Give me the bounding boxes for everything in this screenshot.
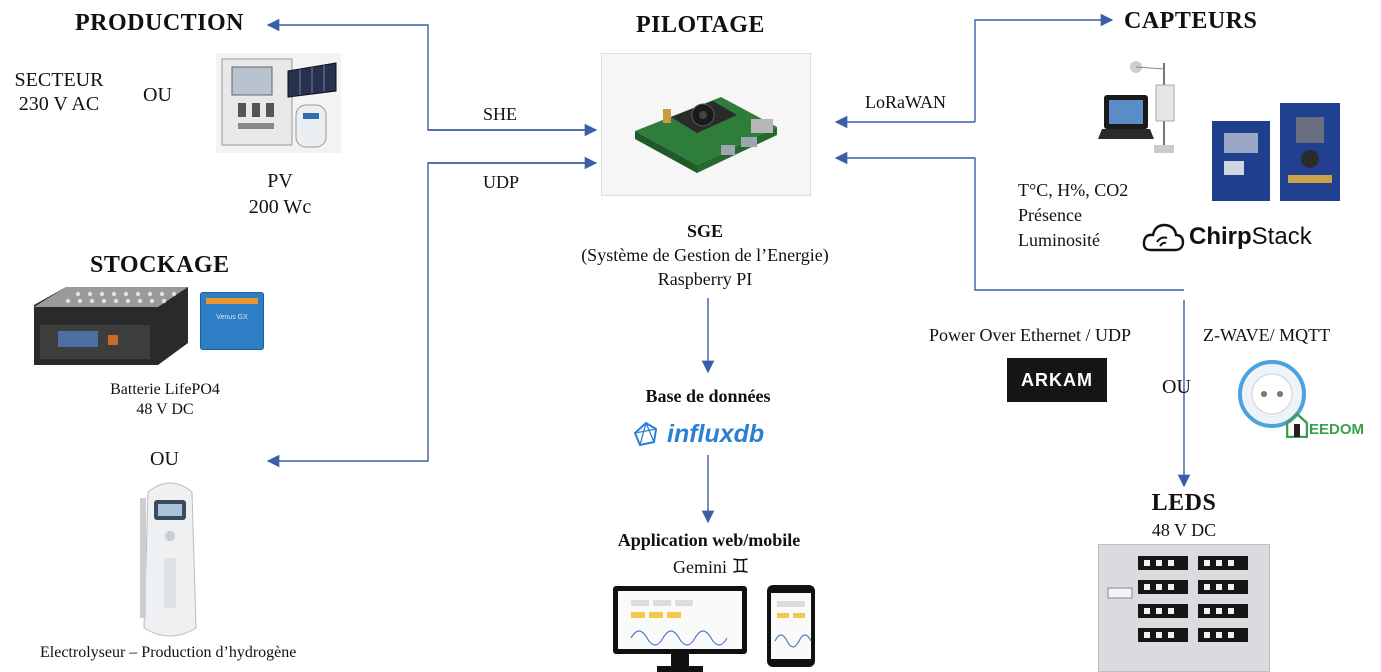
stockage-ou: OU <box>150 448 179 470</box>
jeedom-house-icon <box>1286 412 1308 438</box>
pv-line2: 200 Wc <box>248 196 312 218</box>
chirpstack-cloud-icon <box>1142 223 1185 252</box>
arkam-logo: ARKAM <box>1007 358 1107 402</box>
mobile-phone-image <box>767 585 815 667</box>
leds-link-arrow <box>834 151 1184 291</box>
chirpstack-wordmark: ChirpStack <box>1189 223 1312 251</box>
sge-block: SGE (Système de Gestion de l’Energie) Ra… <box>540 219 870 291</box>
leds-ou: OU <box>1162 376 1191 398</box>
pv-line1: PV <box>267 170 293 192</box>
pv-label: PV 200 Wc <box>225 168 335 220</box>
app-name: Gemini <box>673 557 727 577</box>
chirpstack-bold: Chirp <box>1189 223 1252 250</box>
poe-label: Power Over Ethernet / UDP <box>929 325 1131 345</box>
secteur-line2: 230 V AC <box>18 93 100 115</box>
sensor-boards-image <box>1212 103 1340 201</box>
zwave-label: Z-WAVE/ MQTT <box>1203 325 1331 345</box>
battery-image <box>34 287 188 365</box>
electrolyser-label: Electrolyseur – Production d’hydrogène <box>40 644 297 661</box>
battery-line2: 48 V DC <box>136 401 194 418</box>
lorawan-link-arrow <box>974 13 1114 122</box>
measures-line1: T°C, H%, CO2 <box>1018 180 1129 200</box>
app-title: Application web/mobile <box>617 530 801 550</box>
chirpstack-rest: Stack <box>1251 223 1312 250</box>
sensor-measures: T°C, H%, CO2 Présence Luminosité <box>1018 178 1128 253</box>
smart-plug-image <box>1238 360 1306 428</box>
venus-gx-label: Venus GX <box>216 314 248 321</box>
pv-system-image <box>216 53 341 153</box>
sge-full-name: (Système de Gestion de l’Energie) <box>581 245 829 265</box>
venus-gx-image: Venus GX <box>200 292 264 350</box>
arkam-wordmark: ARKAM <box>1021 369 1093 390</box>
app-name-row: Gemini ♊ <box>673 554 749 578</box>
battery-label: Batterie LifePO4 48 V DC <box>95 380 235 420</box>
capteurs-title: CAPTEURS <box>1124 8 1258 34</box>
measures-line2: Présence <box>1018 205 1082 225</box>
chirpstack-logo: ChirpStack <box>1141 219 1312 255</box>
lorawan-label: LoRaWAN <box>865 92 946 112</box>
measures-line3: Luminosité <box>1018 230 1100 250</box>
jeedom-wordmark: EEDOM <box>1309 421 1365 438</box>
electrolyser-image <box>140 482 197 637</box>
weather-station-image <box>1098 61 1175 153</box>
jeedom-logo: EEDOM <box>1286 412 1364 438</box>
production-ou: OU <box>143 84 172 106</box>
led-panel-image <box>1098 544 1270 672</box>
gemini-symbol-icon: ♊ <box>731 554 750 578</box>
desktop-monitor-image <box>613 586 747 672</box>
secteur-label: SECTEUR 230 V AC <box>4 68 114 116</box>
pilotage-title: PILOTAGE <box>636 12 765 38</box>
battery-line1: Batterie LifePO4 <box>110 381 220 398</box>
raspberry-pi-label: Raspberry PI <box>657 269 753 289</box>
influxdb-wordmark: influxdb <box>667 419 765 448</box>
stockage-title: STOCKAGE <box>90 252 230 278</box>
secteur-line1: SECTEUR <box>14 69 104 91</box>
raspberry-pi-image <box>601 53 811 196</box>
influxdb-icon <box>633 421 658 447</box>
production-title: PRODUCTION <box>75 10 245 36</box>
udp-label: UDP <box>483 172 520 192</box>
influxdb-logo: influxdb <box>633 418 764 450</box>
database-title: Base de données <box>645 386 771 406</box>
leds-voltage: 48 V DC <box>1151 520 1217 540</box>
sge-title: SGE <box>686 221 724 241</box>
she-label: SHE <box>483 104 518 124</box>
leds-title: LEDS <box>1151 490 1217 516</box>
